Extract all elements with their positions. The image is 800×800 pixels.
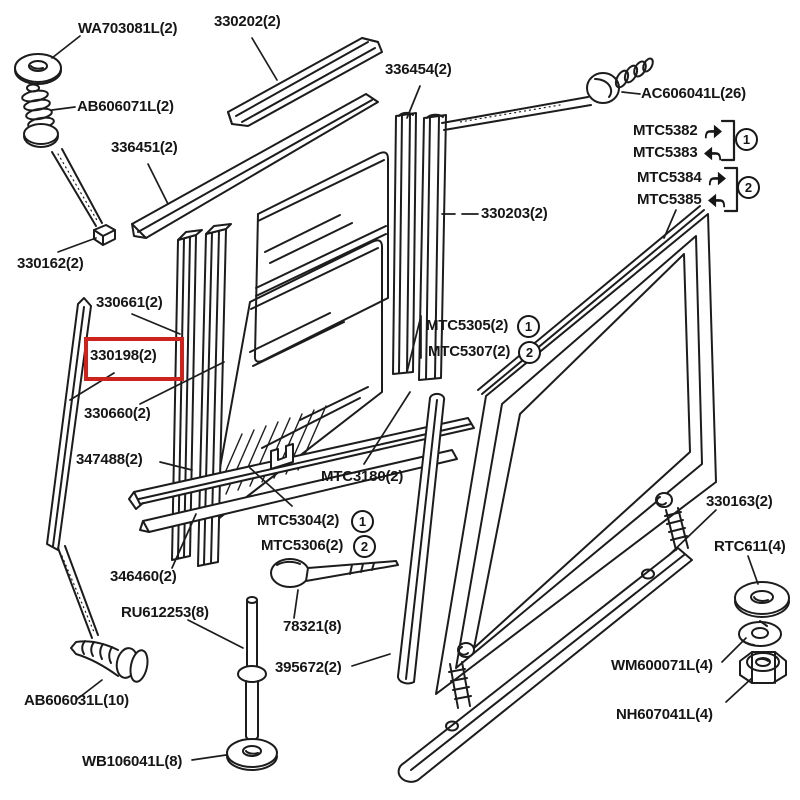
part-label-336454[interactable]: 336454(2) [385, 61, 452, 78]
part-label-wm600071l[interactable]: WM600071L(4) [611, 657, 713, 674]
part-label-mtc5307[interactable]: MTC5307(2) [428, 343, 511, 360]
part-label-mtc5306[interactable]: MTC5306(2) [261, 537, 344, 554]
part-screw-ac606041l [441, 57, 654, 131]
part-label-wb106041l[interactable]: WB106041L(8) [82, 753, 183, 770]
part-label-mtc5304[interactable]: MTC5304(2) [257, 512, 340, 529]
part-number: MTC5385 [637, 191, 702, 209]
part-label-395672[interactable]: 395672(2) [275, 659, 342, 676]
part-screw-ab606031l [57, 545, 149, 683]
part-spacer-330162 [51, 148, 116, 246]
part-label-330203[interactable]: 330203(2) [481, 205, 548, 222]
part-rail-347488 [128, 417, 475, 510]
part-spring-washer-wm600071l [738, 620, 782, 647]
option-2-badge-mtc5306: 2 [353, 535, 376, 558]
part-clip-mtc3180 [270, 443, 294, 470]
group-1-badge: 1 [735, 128, 758, 151]
leader-lines [51, 35, 759, 761]
part-label-78321[interactable]: 78321(8) [283, 618, 342, 635]
part-strip-330198 [46, 297, 92, 551]
part-bar-395672 [397, 392, 446, 685]
part-label-mtc3180[interactable]: MTC3180(2) [321, 468, 404, 485]
part-label-ab606031l[interactable]: AB606031L(10) [24, 692, 129, 709]
part-label-346460[interactable]: 346460(2) [110, 568, 177, 585]
part-stud-330163 [448, 507, 689, 709]
part-label-330163[interactable]: 330163(2) [706, 493, 773, 510]
part-washer-wa703081l [14, 53, 62, 85]
arrow-left-icon [708, 193, 726, 208]
part-label-ac606041l[interactable]: AC606041L(26) [641, 85, 746, 102]
part-washer-wb106041l [226, 738, 278, 771]
part-mounting-rail [397, 547, 693, 783]
part-label-ru612253[interactable]: RU612253(8) [121, 604, 209, 621]
part-washer-rtc611 [734, 581, 790, 618]
part-label-ab606071l[interactable]: AB606071L(2) [77, 98, 174, 115]
option-1-badge-mtc5305: 1 [517, 315, 540, 338]
part-label-mtc5384[interactable]: MTC5384 [637, 169, 728, 187]
part-label-330660[interactable]: 330660(2) [84, 405, 151, 422]
part-label-330202[interactable]: 330202(2) [214, 13, 281, 30]
part-pin-ru612253 [237, 596, 267, 741]
part-number: MTC5383 [633, 144, 698, 162]
part-label-336451[interactable]: 336451(2) [111, 139, 178, 156]
part-label-wa703081l[interactable]: WA703081L(2) [78, 20, 178, 37]
part-label-330661[interactable]: 330661(2) [96, 294, 163, 311]
part-label-330162[interactable]: 330162(2) [17, 255, 84, 272]
part-glass-rear [253, 151, 389, 363]
part-strip-346460 [139, 449, 458, 533]
part-number: MTC5384 [637, 169, 702, 187]
part-label-347488[interactable]: 347488(2) [76, 451, 143, 468]
option-1-badge-mtc5304: 1 [351, 510, 374, 533]
highlight-box-330198 [84, 337, 184, 381]
part-label-mtc5385[interactable]: MTC5385 [637, 191, 728, 209]
part-button-78321 [270, 558, 399, 588]
part-label-mtc5383[interactable]: MTC5383 [633, 144, 724, 162]
part-rail-336451 [131, 93, 379, 239]
part-screw-ab606071l [21, 83, 59, 148]
group-2-badge: 2 [737, 176, 760, 199]
part-label-330198-highlighted[interactable]: 330198(2) [90, 347, 157, 364]
part-label-mtc5382[interactable]: MTC5382 [633, 122, 724, 140]
option-2-badge-mtc5307: 2 [518, 341, 541, 364]
arrow-right-icon [709, 171, 727, 186]
arrow-right-icon [705, 124, 723, 139]
part-channel-330203 [418, 113, 447, 381]
part-label-nh607041l[interactable]: NH607041L(4) [616, 706, 713, 723]
part-rail-330202 [227, 37, 383, 127]
part-frame-assembly [435, 205, 717, 695]
part-number: MTC5382 [633, 122, 698, 140]
part-label-rtc611[interactable]: RTC611(4) [714, 538, 786, 555]
arrow-left-icon [704, 146, 722, 161]
part-channel-336454 [392, 111, 417, 375]
part-nut-nh607041l [739, 651, 787, 684]
part-label-mtc5305[interactable]: MTC5305(2) [426, 317, 509, 334]
